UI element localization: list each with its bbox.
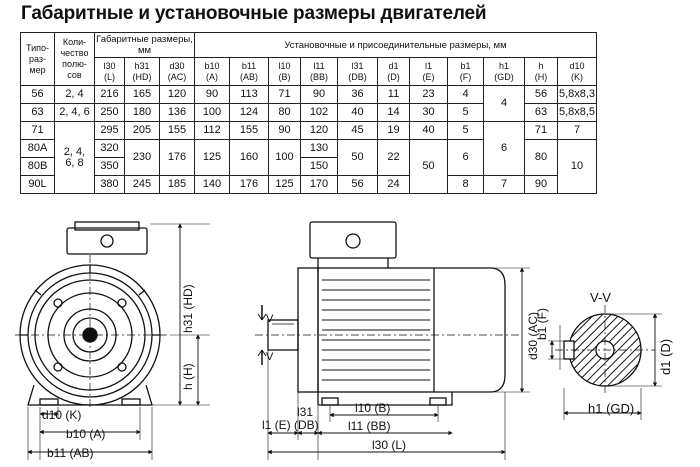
section-vv-drawing — [548, 305, 662, 420]
header-installation-dimensions: Установочные и присоединительные размеры… — [194, 32, 597, 58]
column-header: d30(AC) — [159, 57, 195, 86]
cell: 6 — [483, 121, 525, 176]
cell: 80 — [524, 139, 558, 176]
cell: 160 — [229, 139, 269, 176]
label-v-top: V — [266, 313, 274, 325]
label-h: h (H) — [181, 363, 195, 390]
label-l10: l10 (B) — [355, 401, 390, 415]
cell: 100 — [268, 139, 301, 176]
label-d1: d1 (D) — [658, 339, 673, 375]
page-title: Габаритные и установочные размеры двигат… — [21, 3, 487, 24]
label-b10: b10 (A) — [66, 427, 105, 441]
column-header: b11(AB) — [229, 57, 269, 86]
cell: 24 — [377, 175, 410, 194]
label-l1: l1 (E) — [262, 418, 291, 432]
label-b11: b11 (AB) — [47, 446, 93, 460]
label-section-vv: V-V — [590, 290, 611, 305]
cell: 6 — [447, 139, 484, 176]
cell: 170 — [300, 175, 338, 194]
poles-2-4-6-8: 2, 4,6, 8 — [54, 121, 95, 194]
column-header: l10(B) — [268, 57, 301, 86]
cell: 4 — [483, 85, 525, 122]
side-view-drawing — [255, 221, 530, 460]
label-v-bottom: V — [266, 351, 274, 363]
row-90l-type: 90L — [20, 175, 55, 194]
label-h1: h1 (GD) — [588, 401, 634, 416]
cell: 56 — [337, 175, 378, 194]
column-header: h31(HD) — [124, 57, 160, 86]
label-d30: d30 (AC) — [526, 312, 540, 360]
cell: 176 — [229, 175, 269, 194]
front-view-drawing — [15, 221, 210, 460]
cell: 50 — [409, 139, 448, 194]
label-b1: b1 (F) — [535, 308, 549, 340]
column-header: l11(BB) — [300, 57, 338, 86]
label-l11: l11 (BB) — [348, 419, 390, 433]
label-l30: l30 (L) — [372, 438, 406, 452]
column-header: h1(GD) — [483, 57, 525, 86]
column-header: l31(DB) — [337, 57, 378, 86]
label-h31: h31 (HD) — [181, 284, 195, 333]
cell: 10 — [557, 139, 597, 194]
cell: 90 — [524, 175, 558, 194]
label-l31-db: (DB) — [294, 418, 319, 432]
label-l31: l31 — [297, 405, 313, 419]
label-d10: d10 (K) — [42, 408, 81, 422]
